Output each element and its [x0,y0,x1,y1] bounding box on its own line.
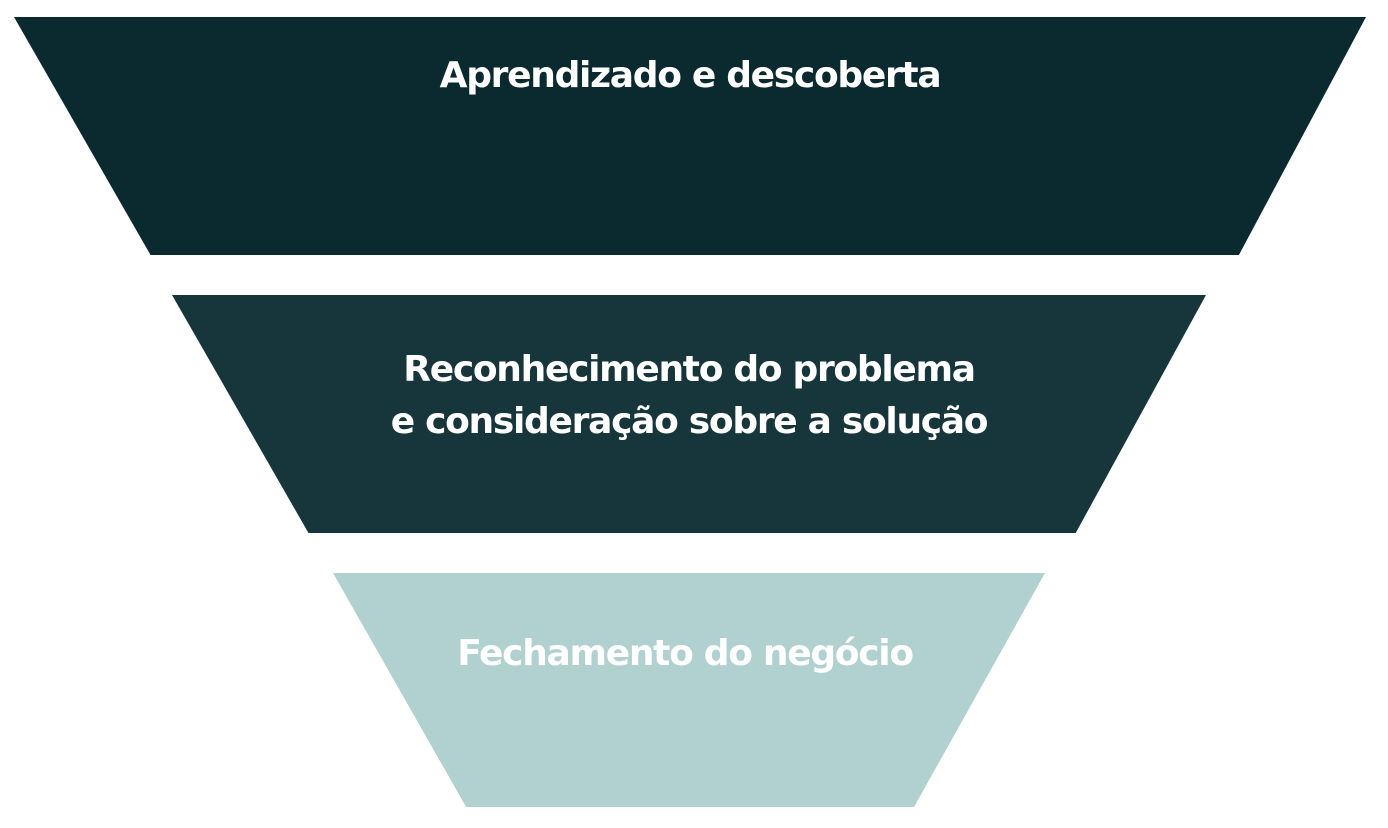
funnel-stage-1-label: Aprendizado e descoberta [439,54,942,96]
funnel-stage-3: Fechamento do negócio [333,573,1045,807]
funnel-stage-3-label: Fechamento do negócio [457,632,914,674]
funnel-stage-2: Reconhecimento do problema e consideraçã… [172,295,1206,533]
funnel-stage-1: Aprendizado e descoberta [14,17,1366,255]
funnel-stage-2-label: Reconhecimento do problema e consideraçã… [390,348,989,442]
